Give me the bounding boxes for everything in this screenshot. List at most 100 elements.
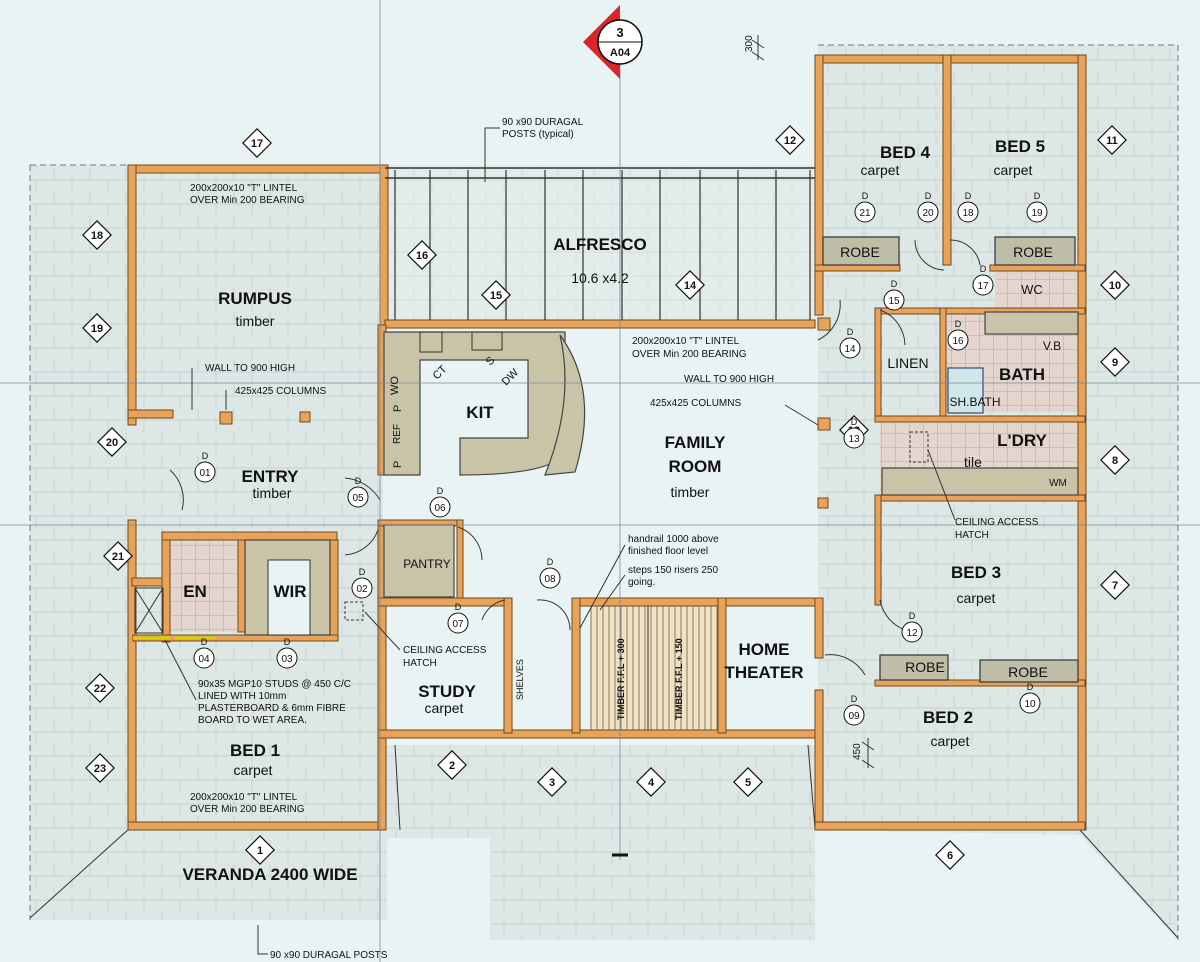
door-tag-number: 21 — [859, 208, 871, 219]
door-tag-prefix: D — [925, 191, 932, 201]
door-tag-01: D01 — [194, 451, 216, 483]
note-lintel-rumpus-2: OVER Min 200 BEARING — [190, 195, 305, 206]
timber-ffl-300: TIMBER F.F.L + 300 — [616, 638, 626, 720]
door-tag-number: 01 — [199, 468, 211, 479]
door-tag-number: 13 — [848, 434, 860, 445]
entry-finish: timber — [253, 485, 292, 501]
grid-marker-label: 4 — [648, 777, 655, 789]
walls — [127, 54, 1087, 831]
note-lintel-bed1-1: 200x200x10 "T" LINTEL — [190, 792, 298, 803]
ldry-name: L'DRY — [997, 431, 1047, 450]
sh-bath-label: SH.BATH — [949, 395, 1000, 409]
family-name-1: FAMILY — [665, 433, 726, 452]
note-studs-2: LINED WITH 10mm — [198, 691, 286, 702]
grid-marker-23: 23 — [85, 753, 115, 783]
door-tag-number: 19 — [1031, 208, 1043, 219]
grid-marker-label: 23 — [94, 763, 106, 775]
grid-marker-label: 6 — [947, 850, 953, 862]
note-ceiling-hatch-right-2: HATCH — [955, 530, 989, 541]
grid-marker-7: 7 — [1100, 570, 1130, 600]
robes — [822, 236, 1079, 683]
pantry-name: PANTRY — [403, 557, 451, 571]
study-name: STUDY — [418, 682, 476, 701]
door-tag-prefix: D — [891, 279, 898, 289]
wir-name: WIR — [273, 582, 306, 601]
door-tag-prefix: D — [955, 319, 962, 329]
bed2-finish: carpet — [931, 733, 970, 749]
door-tag-number: 14 — [844, 344, 856, 355]
door-tag-10: D10 — [1019, 682, 1041, 714]
bed1-finish: carpet — [234, 762, 273, 778]
grid-marker-label: 21 — [112, 551, 124, 563]
note-wall-900-right: WALL TO 900 HIGH — [684, 374, 774, 385]
dim-450: 450 — [852, 743, 863, 760]
alfresco-name: ALFRESCO — [553, 235, 647, 254]
robe-bed2: ROBE — [1008, 664, 1048, 680]
door-tag-prefix: D — [547, 557, 554, 567]
grid-marker-label: 9 — [1112, 357, 1118, 369]
grid-marker-label: 22 — [94, 683, 106, 695]
robe-bed3: ROBE — [905, 659, 945, 675]
rumpus-name: RUMPUS — [218, 289, 292, 308]
shelves-label: SHELVES — [515, 659, 525, 700]
grid-marker-9: 9 — [1100, 347, 1130, 377]
door-tag-prefix: D — [862, 191, 869, 201]
note-handrail-1: handrail 1000 above — [628, 534, 719, 545]
door-tag-number: 20 — [922, 208, 934, 219]
door-tag-prefix: D — [455, 602, 462, 612]
wo-label: WO — [389, 376, 401, 395]
note-columns-left: 425x425 COLUMNS — [235, 386, 326, 397]
door-tag-number: 04 — [198, 654, 210, 665]
home-theater-1: HOME — [739, 640, 790, 659]
note-steps-2: going. — [628, 577, 655, 588]
p-label-1: P — [392, 405, 404, 412]
alfresco-size: 10.6 x4.2 — [571, 270, 629, 286]
fixtures-outline — [133, 311, 1079, 640]
p-label-2: P — [392, 461, 404, 468]
door-tag-15: D 15 — [883, 279, 905, 311]
door-tag-prefix: D — [1034, 191, 1041, 201]
home-theater-2: THEATER — [724, 663, 803, 682]
door-tag-number: 12 — [906, 628, 918, 639]
door-tag-09: D09 — [843, 694, 865, 726]
grid-marker-22: 22 — [85, 673, 115, 703]
grid-marker-label: 14 — [684, 280, 697, 292]
door-tag-13: D13 — [843, 417, 865, 449]
door-tag-02: D02 — [351, 567, 373, 599]
ct-label: CT — [431, 363, 450, 382]
door-tag-prefix: D — [980, 264, 987, 274]
note-studs-4: BOARD TO WET AREA. — [198, 715, 307, 726]
door-tag-05: D05 — [347, 476, 369, 508]
dw-label: DW — [500, 366, 522, 388]
study-finish: carpet — [425, 700, 464, 716]
note-steps-1: steps 150 risers 250 — [628, 565, 718, 576]
note-lintel-family-1: 200x200x10 "T" LINTEL — [632, 336, 740, 347]
door-tag-number: 08 — [544, 574, 556, 585]
note-posts-top-2: POSTS (typical) — [502, 129, 574, 140]
note-posts-top-1: 90 x90 DURAGAL — [502, 117, 584, 128]
wm-label: WM — [1049, 478, 1067, 489]
door-tag-number: 16 — [952, 336, 964, 347]
grid-marker-12: 12 — [775, 125, 805, 155]
entry-name: ENTRY — [242, 467, 300, 486]
note-studs-1: 90x35 MGP10 STUDS @ 450 C/C — [198, 679, 351, 690]
door-tag-number: 05 — [352, 493, 364, 504]
grid-marker-label: 2 — [449, 760, 455, 772]
grid-marker-15: 15 — [481, 280, 511, 310]
grid-marker-label: 11 — [1106, 135, 1118, 147]
wc-label: WC — [1021, 282, 1043, 297]
grid-marker-label: 1 — [257, 845, 263, 857]
door-tag-04: D04 — [193, 637, 215, 669]
grid-marker-label: 12 — [784, 135, 796, 147]
door-tag-prefix: D — [847, 327, 854, 337]
bed5-name: BED 5 — [995, 137, 1045, 156]
bed4-finish: carpet — [861, 162, 900, 178]
door-tag-number: 15 — [888, 296, 900, 307]
grid-marker-11: 11 — [1097, 125, 1127, 155]
grid-marker-6: 6 — [935, 840, 965, 870]
grid-marker-label: 19 — [91, 323, 103, 335]
bed3-finish: carpet — [957, 590, 996, 606]
family-finish: timber — [671, 484, 710, 500]
grid-marker-label: 20 — [106, 437, 118, 449]
